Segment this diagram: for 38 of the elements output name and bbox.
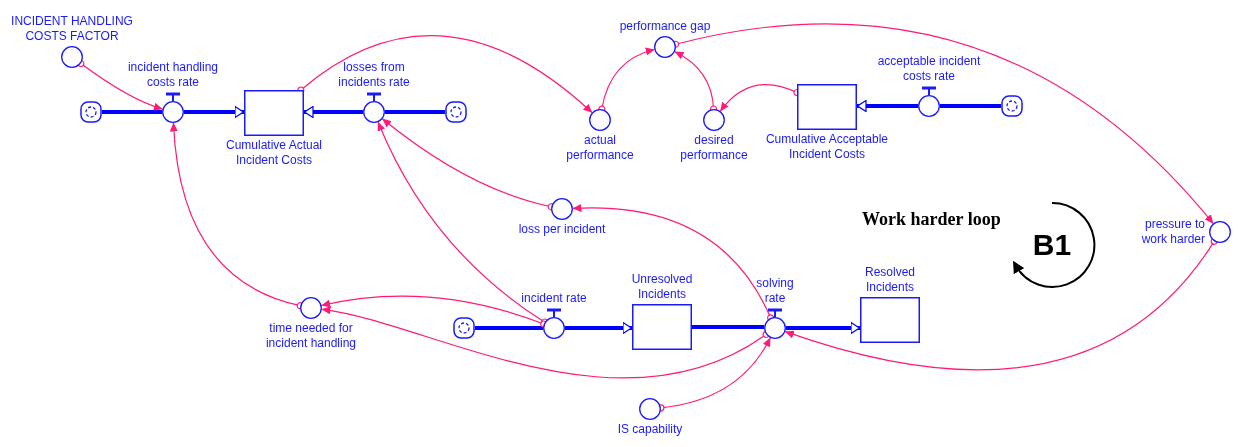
- variable-label: Cumulative Actual Incident Costs: [224, 138, 323, 168]
- link-arrow: [381, 118, 555, 211]
- variable-label: Resolved Incidents: [864, 265, 916, 295]
- variable-label: loss per incident: [517, 222, 607, 237]
- flow-pipe: [184, 105, 245, 119]
- variable-label: acceptable incident costs rate: [876, 54, 982, 84]
- variable-label: time needed for incident handling: [264, 321, 358, 351]
- flow-pipe: [385, 110, 445, 114]
- variable-label: pressure to work harder: [1140, 217, 1205, 247]
- variable-label: IS capability: [616, 422, 684, 437]
- link-arrow: [170, 122, 304, 310]
- link-arrow: [321, 306, 770, 379]
- variable-label: Unresolved Incidents: [630, 272, 694, 302]
- variable-label: actual performance: [565, 133, 635, 163]
- variable-label: Cumulative Acceptable Incident Costs: [764, 132, 890, 162]
- flow-pipe: [475, 326, 543, 330]
- link-arrow: [784, 237, 1218, 371]
- variable-label: solving rate: [755, 276, 795, 306]
- variable-label: INCIDENT HANDLING COSTS FACTOR: [10, 14, 134, 44]
- flow-pipe: [303, 105, 363, 119]
- link-arrow: [77, 59, 163, 111]
- flow-pipe: [856, 99, 918, 113]
- link-arrow: [297, 35, 593, 114]
- flow-pipe: [692, 325, 764, 329]
- variable-label: performance gap: [618, 19, 712, 34]
- flow-pipe: [940, 104, 1001, 108]
- variable-label: incident rate: [520, 291, 588, 306]
- flow-pipe: [786, 321, 861, 335]
- link-arrow: [572, 204, 775, 322]
- link-arrow: [672, 23, 1214, 225]
- loop-name: Work harder loop: [862, 208, 1001, 231]
- variable-label: losses from incidents rate: [337, 60, 411, 90]
- link-arrow: [321, 295, 548, 328]
- variable-label: incident handling costs rate: [126, 60, 220, 90]
- variable-label: desired performance: [679, 133, 749, 163]
- flow-pipe: [565, 321, 633, 335]
- flow-pipe: [102, 110, 162, 114]
- loop-id: B1: [1032, 230, 1072, 260]
